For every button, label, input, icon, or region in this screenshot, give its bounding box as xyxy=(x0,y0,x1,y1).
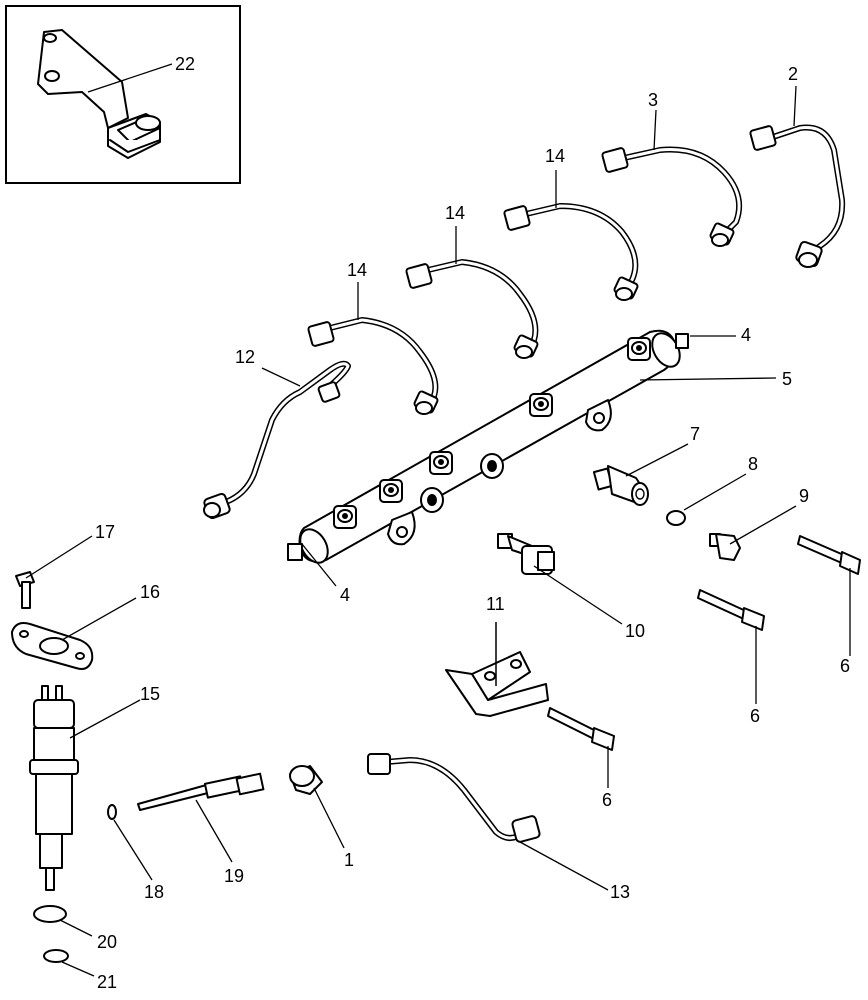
rail-outlet-ports xyxy=(333,337,651,529)
callout-6-right: 6 xyxy=(840,656,850,676)
callout-8: 8 xyxy=(748,454,758,474)
callout-20: 20 xyxy=(97,932,117,952)
connector-tube-part-19 xyxy=(137,772,265,811)
callout-7: 7 xyxy=(690,424,700,444)
callout-18: 18 xyxy=(144,882,164,902)
callout-6-middle: 6 xyxy=(750,706,760,726)
fuel-line-13 xyxy=(367,753,541,843)
pressure-sensor-part-10 xyxy=(497,533,555,575)
callout-14-c: 14 xyxy=(347,260,367,280)
callout-21: 21 xyxy=(97,972,117,992)
fuel-line-14-b xyxy=(405,259,539,359)
callout-1: 1 xyxy=(344,850,354,870)
bolt-part-6-c xyxy=(547,707,615,751)
callout-9: 9 xyxy=(799,486,809,506)
callout-13: 13 xyxy=(610,882,630,902)
fuel-line-14-c xyxy=(307,317,439,415)
callout-labels: 22 2 3 14 14 14 12 4 5 7 8 9 4 10 11 6 6… xyxy=(95,54,850,992)
callout-19: 19 xyxy=(224,866,244,886)
callout-10: 10 xyxy=(625,621,645,641)
callout-14-a: 14 xyxy=(545,146,565,166)
callout-6-bottom: 6 xyxy=(602,790,612,810)
fuel-line-3 xyxy=(601,146,742,247)
clamp-part-16 xyxy=(11,622,94,670)
o-ring-part-21 xyxy=(43,949,69,963)
callout-17: 17 xyxy=(95,522,115,542)
callout-22: 22 xyxy=(175,54,195,74)
o-ring-part-20 xyxy=(33,905,67,923)
pressure-valve-part-7 xyxy=(592,465,649,506)
callout-4-top: 4 xyxy=(741,325,751,345)
callout-4-bottom: 4 xyxy=(340,585,350,605)
callout-16: 16 xyxy=(140,582,160,602)
callout-3: 3 xyxy=(648,90,658,110)
callout-12: 12 xyxy=(235,347,255,367)
bracket-part-11 xyxy=(445,651,549,717)
fuel-line-2 xyxy=(749,124,846,268)
fuel-line-14-a xyxy=(503,203,639,301)
connector-part-1 xyxy=(289,765,323,795)
inset-box xyxy=(5,5,241,184)
bolt-part-6-b xyxy=(697,589,765,631)
injector-part-15 xyxy=(29,685,79,891)
bolt-part-6-a xyxy=(797,535,861,575)
callout-15: 15 xyxy=(140,684,160,704)
callout-5: 5 xyxy=(782,369,792,389)
bolt-part-17 xyxy=(15,571,35,609)
washer-part-18 xyxy=(107,804,117,820)
leader-lines xyxy=(25,85,851,977)
bracket-part-22 xyxy=(37,29,161,159)
fuel-line-12 xyxy=(203,360,351,520)
fuel-rail-part-5 xyxy=(287,329,689,564)
plug-part-9 xyxy=(709,533,741,561)
callout-14-b: 14 xyxy=(445,203,465,223)
washer-part-8 xyxy=(666,510,686,526)
callout-2: 2 xyxy=(788,64,798,84)
callout-11: 11 xyxy=(486,594,505,614)
